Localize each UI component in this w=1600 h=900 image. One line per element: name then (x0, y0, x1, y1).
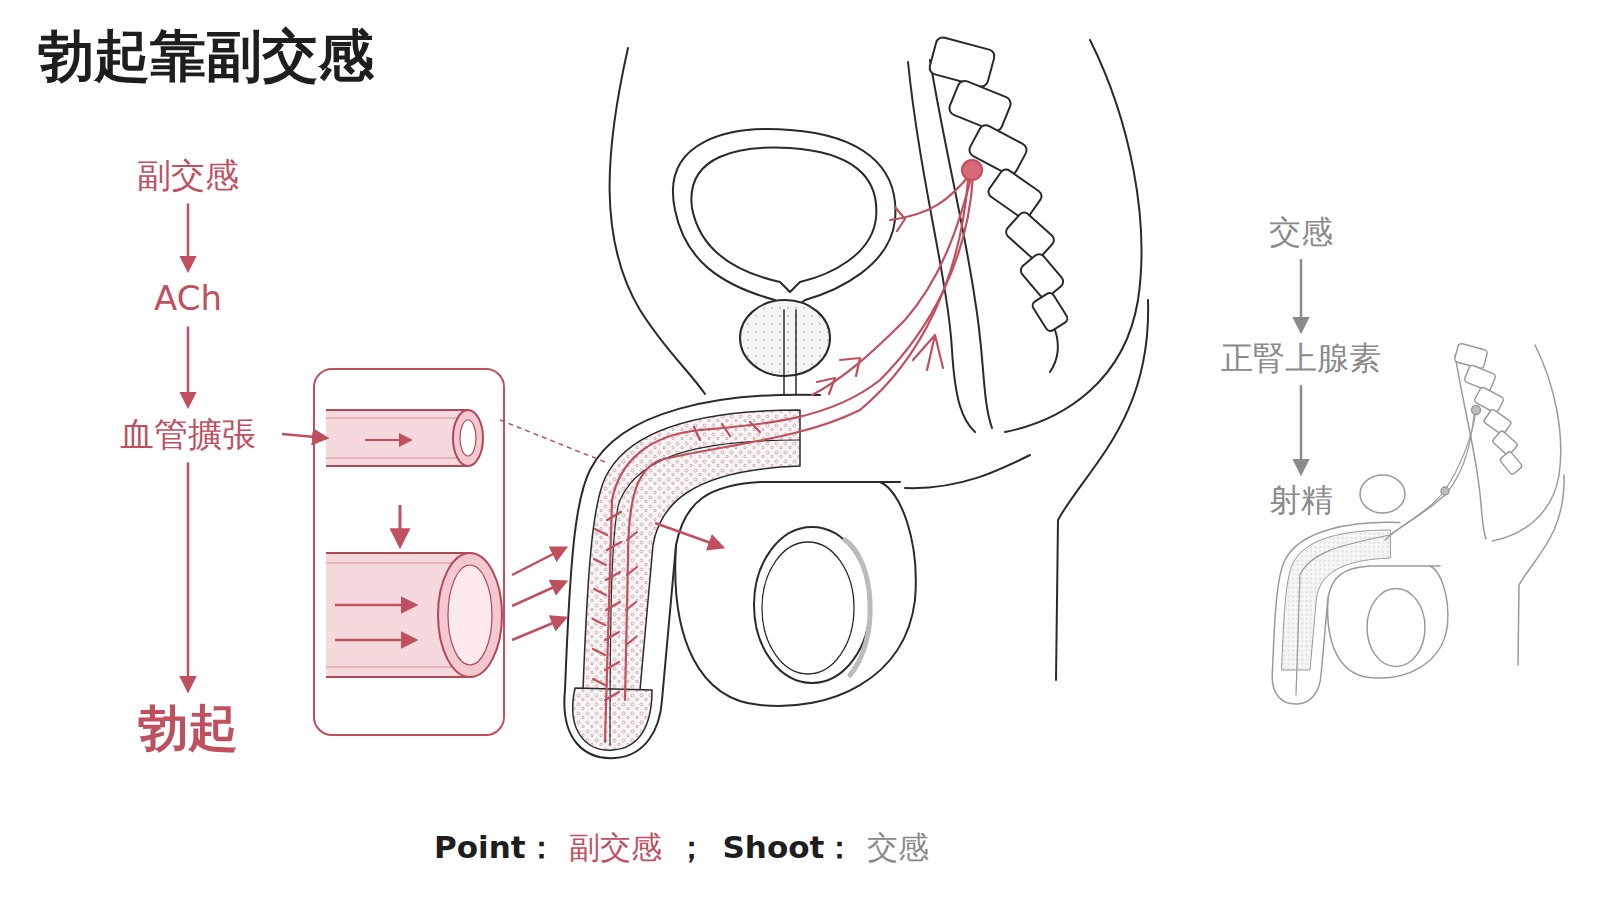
step-text: 交感 (1269, 213, 1333, 251)
prostate (740, 300, 830, 376)
main-figure (564, 36, 1148, 758)
figure-rect (986, 167, 1044, 221)
figure-rect (1464, 364, 1497, 391)
figure-line (512, 548, 565, 575)
flow-step: ACh (148, 274, 228, 323)
flow-arrow (187, 203, 190, 269)
figure-path (1296, 412, 1476, 695)
flow-step: 血管擴張 (114, 410, 262, 459)
urethra (784, 310, 796, 398)
step-text: 勃起 (138, 699, 238, 757)
figure-rect (1499, 451, 1523, 475)
figure-path (812, 174, 972, 395)
bladder (673, 129, 895, 312)
figure-line (365, 439, 410, 441)
figure-rect (1483, 409, 1512, 436)
figure-line (512, 618, 565, 640)
flow-arrows (282, 420, 722, 640)
step-text: 血管擴張 (120, 414, 256, 454)
figure-ellipse (453, 410, 483, 466)
figure-rect (1018, 252, 1065, 301)
figure-line (399, 505, 402, 545)
step-text: 副交感 (137, 155, 239, 195)
figure-path (895, 207, 905, 231)
glans (573, 688, 652, 750)
sacrum (928, 36, 1069, 372)
step-text: 射精 (1269, 481, 1333, 519)
flow-arrow (187, 462, 190, 690)
figure-circle (1472, 406, 1481, 415)
flow-step: 副交感 (131, 151, 245, 200)
figure-line (512, 582, 565, 606)
sympathetic-figure (1272, 343, 1564, 704)
figure-circle (1441, 487, 1449, 495)
figure-ellipse (460, 420, 476, 456)
step-text: ACh (154, 278, 222, 318)
figure-path (694, 422, 760, 440)
bladder-inner (691, 148, 876, 292)
diagram-title: 勃起靠副交感 (38, 22, 374, 89)
figure-path (626, 532, 637, 645)
caption-part: 交感 (867, 829, 929, 866)
figure-g (1454, 343, 1523, 475)
figure-path (593, 529, 607, 685)
figure-ellipse (1360, 475, 1405, 513)
figure-rect (928, 36, 996, 88)
buttock-outline (1056, 300, 1148, 680)
figure-path (1328, 566, 1448, 678)
figure-path (817, 358, 860, 394)
epididymis (845, 540, 870, 675)
figure-line (500, 420, 605, 462)
figure-line (282, 434, 326, 438)
flow-arrow (1300, 259, 1303, 331)
figure-path (890, 172, 972, 220)
caption-part: ； (676, 829, 707, 866)
scrotum (675, 482, 916, 706)
figure-ellipse (448, 565, 492, 665)
figure-path (605, 512, 621, 700)
caption-part: Shoot： (723, 829, 856, 866)
figure-path (1385, 415, 1474, 540)
figure-rect (1031, 291, 1069, 333)
flow-step: 交感 (1263, 209, 1339, 255)
figure-line (335, 604, 415, 607)
perineum-line (905, 455, 1030, 488)
inset-box (314, 369, 504, 735)
penis-outline (564, 395, 900, 758)
figure-rect (1492, 430, 1518, 456)
figure-path (1272, 522, 1440, 704)
flow-step: 射精 (1263, 477, 1339, 523)
testis (754, 527, 870, 683)
figure-path (1518, 475, 1564, 665)
figure-rect (947, 79, 1012, 133)
figure-path (326, 418, 466, 458)
erectile-tissue (583, 410, 800, 690)
figure-ellipse (438, 553, 502, 677)
caption-part: Point： (434, 829, 557, 866)
figure-path (605, 176, 973, 742)
figure-path (1050, 330, 1058, 372)
figure-ellipse (1367, 589, 1425, 667)
figure-rect (1004, 210, 1057, 262)
parasympathetic-nerves (593, 160, 982, 742)
figure-line (655, 523, 722, 547)
figure-path (913, 335, 943, 370)
figure-line (335, 639, 415, 642)
flow-step: 正腎上腺素 (1215, 335, 1387, 381)
caption-part: 副交感 (569, 829, 662, 866)
figure-path (625, 180, 968, 700)
flow-step: 勃起 (132, 694, 244, 762)
testis-inner (762, 542, 854, 674)
urethra-line (610, 440, 800, 745)
vessel-inset (314, 369, 504, 735)
flow-arrow (187, 326, 190, 405)
vessel-narrow (326, 410, 468, 466)
figure-path (1493, 345, 1561, 541)
flow-arrow (1300, 385, 1303, 473)
figure-circle (962, 160, 982, 180)
step-text: 正腎上腺素 (1221, 339, 1381, 377)
